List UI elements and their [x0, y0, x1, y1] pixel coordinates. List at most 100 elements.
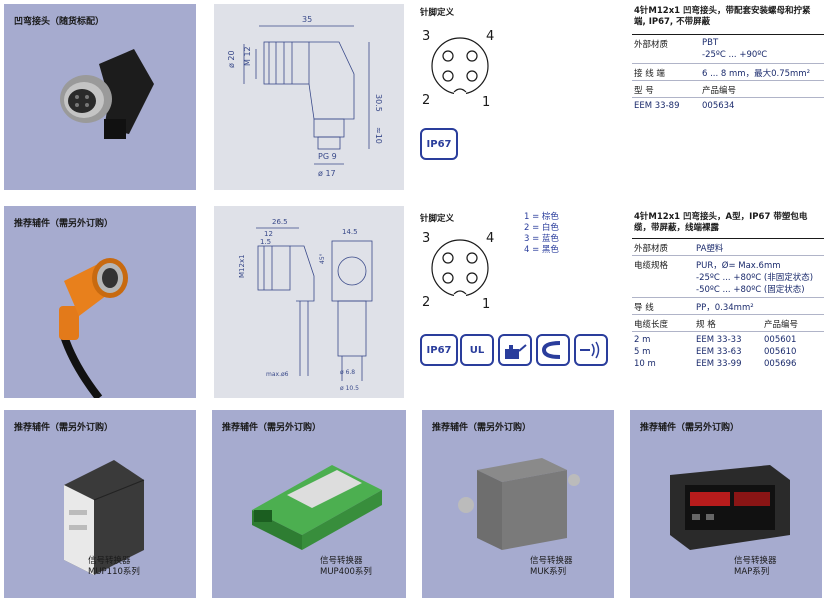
dim-12: 12 — [264, 230, 273, 238]
pin-label: 3 — [422, 29, 430, 44]
pin-label: 1 — [482, 297, 490, 308]
product-caption: 信号转换器 MUP110系列 — [88, 556, 140, 578]
muk-panel: 推荐辅件（需另外订购） 信号转换器 MUK系列 — [422, 410, 614, 598]
table-cell: EEM 33-99 — [696, 359, 742, 369]
row-label: 型 号 — [634, 86, 654, 96]
table-cell: EEM 33-33 — [696, 335, 742, 345]
product-caption: 信号转换器 MUP400系列 — [320, 556, 372, 578]
pin-definition-title: 针脚定义 — [420, 214, 455, 224]
table-header: 产品编号 — [764, 320, 799, 330]
mup400-device-image — [252, 465, 382, 550]
dim-d20: ø 20 — [227, 50, 236, 68]
oil-can-icon — [498, 334, 532, 366]
caption-line: MAP系列 — [734, 567, 770, 577]
row-label: 接 线 端 — [634, 69, 665, 79]
row-value: -25ºC ... +90ºC — [702, 50, 768, 60]
caption-line: MUK系列 — [530, 567, 567, 577]
dim-d17: ø 17 — [318, 169, 336, 178]
cable-connector-panel: 推荐辅件（需另外订购） — [4, 206, 196, 398]
caption-line: 信号转换器 — [734, 556, 777, 566]
mup400-panel: 推荐辅件（需另外订购） 信号转换器 MUP400系列 — [212, 410, 406, 598]
pin-diagram-2: 3 4 2 1 — [422, 231, 494, 308]
table-header: 规 格 — [696, 320, 716, 330]
dim-15: 1.5 — [260, 238, 271, 246]
panel-title: 推荐辅件（需另外订购） — [432, 423, 532, 433]
pin-label: 1 — [482, 95, 490, 106]
product-title-2: 4针M12x1 凹弯接头，A型，IP67 带塑包电缆，带屏蔽，线端裸露 — [634, 212, 808, 233]
mup110-device-image — [64, 460, 145, 575]
dim-145: 14.5 — [342, 228, 358, 236]
row-value: PBT — [702, 38, 719, 48]
product-caption: 信号转换器 MUK系列 — [530, 556, 573, 578]
spec-value: PUR，Ø= Max.6mm — [696, 261, 781, 271]
table-cell: 005696 — [764, 359, 797, 369]
legend-item: 4 = 黑色 — [524, 245, 559, 255]
wire-value: PP，0.34mm² — [696, 303, 754, 313]
pin-diagram-1: 3 4 2 1 — [422, 29, 494, 106]
wire-color-legend: 1 = 棕色 2 = 白色 3 = 蓝色 4 = 黑色 — [524, 212, 559, 256]
flexible-cable-icon — [536, 334, 570, 366]
shielded-signal-icon — [574, 334, 608, 366]
pin-label: 4 — [486, 29, 494, 44]
panel-title: 推荐辅件（需另外订购） — [14, 423, 114, 433]
technical-drawing-1: 35 ø 20 M 12 30.5 ≈10 PG 9 ø 17 — [214, 4, 404, 190]
orange-cable-connector-image — [59, 258, 128, 398]
table-cell: 005610 — [764, 347, 797, 357]
dim-angle: 45° — [319, 253, 326, 264]
spec-value: -25ºC ... +80ºC (非固定状态) — [696, 273, 814, 283]
caption-line: MUP110系列 — [88, 567, 140, 577]
dim-m12: M 12 — [243, 46, 252, 66]
pin-label: 4 — [486, 231, 494, 246]
caption-line: 信号转换器 — [320, 556, 363, 566]
legend-item: 2 = 白色 — [524, 223, 559, 233]
mup110-panel: 推荐辅件（需另外订购） 信号转换器 MUP110系列 — [4, 410, 196, 598]
row-label: 外部材质 — [634, 40, 669, 50]
technical-drawing-2: 26.5 12 1.5 14.5 M12x1 max.ø6 ø 6.8 ø 10… — [214, 206, 404, 398]
dimension-drawing: 35 ø 20 M 12 30.5 ≈10 PG 9 ø 17 — [227, 15, 383, 178]
panel-title: 凹弯接头（随货标配） — [14, 17, 105, 27]
table-cell: 10 m — [634, 359, 656, 369]
spec-value: -50ºC ... +80ºC (固定状态) — [696, 285, 805, 295]
map-panel: 推荐辅件（需另外订购） 信号转换器 MAP系列 — [630, 410, 822, 598]
angled-connector-image — [60, 49, 154, 139]
product-title-1: 4针M12x1 凹弯接头，带配套安装螺母和拧紧端, IP67, 不带屏蔽 — [634, 6, 811, 27]
pin-label: 2 — [422, 93, 430, 106]
ul-badge: UL — [460, 334, 494, 366]
map-device-image — [670, 465, 790, 550]
panel-title: 推荐辅件（需另外订购） — [14, 219, 114, 229]
pin-label: 2 — [422, 295, 430, 308]
spec-label: 电缆规格 — [634, 261, 669, 271]
table-cell: EEM 33-63 — [696, 347, 742, 357]
dim-m12: M12x1 — [238, 254, 246, 278]
wire-label: 导 线 — [634, 303, 654, 313]
table-cell: 005601 — [764, 335, 797, 345]
material-value: PA塑料 — [696, 244, 724, 254]
product-number: 005634 — [702, 101, 735, 111]
dim-pg9: PG 9 — [318, 152, 337, 161]
table-cell: 5 m — [634, 347, 651, 357]
caption-line: MUP400系列 — [320, 567, 372, 577]
caption-line: 信号转换器 — [88, 556, 131, 566]
product-caption: 信号转换器 MAP系列 — [734, 556, 777, 578]
panel-title: 推荐辅件（需另外订购） — [640, 423, 740, 433]
dim-d68: ø 6.8 — [340, 369, 355, 376]
pin-definition-title: 针脚定义 — [420, 8, 455, 18]
dim-305: 30.5 — [374, 94, 383, 112]
dim-265: 26.5 — [272, 218, 288, 226]
legend-item: 3 = 蓝色 — [524, 234, 559, 244]
dimension-drawing: 26.5 12 1.5 14.5 M12x1 max.ø6 ø 6.8 ø 10… — [238, 218, 373, 392]
pin-label: 3 — [422, 231, 430, 246]
caption-line: 信号转换器 — [530, 556, 573, 566]
legend-item: 1 = 棕色 — [524, 212, 559, 222]
ip67-badge: IP67 — [420, 128, 458, 160]
row-value: 6 ... 8 mm，最大0.75mm² — [702, 69, 810, 79]
table-header: 电缆长度 — [634, 320, 669, 330]
muk-device-image — [458, 458, 580, 550]
panel-title: 推荐辅件（需另外订购） — [222, 423, 322, 433]
material-label: 外部材质 — [634, 244, 669, 254]
dim-max: max.ø6 — [266, 371, 289, 378]
ip67-badge: IP67 — [420, 334, 458, 366]
dim-d105: ø 10.5 — [340, 385, 359, 392]
dim-10: ≈10 — [374, 127, 383, 144]
connector-panel: 凹弯接头（随货标配） — [4, 4, 196, 190]
